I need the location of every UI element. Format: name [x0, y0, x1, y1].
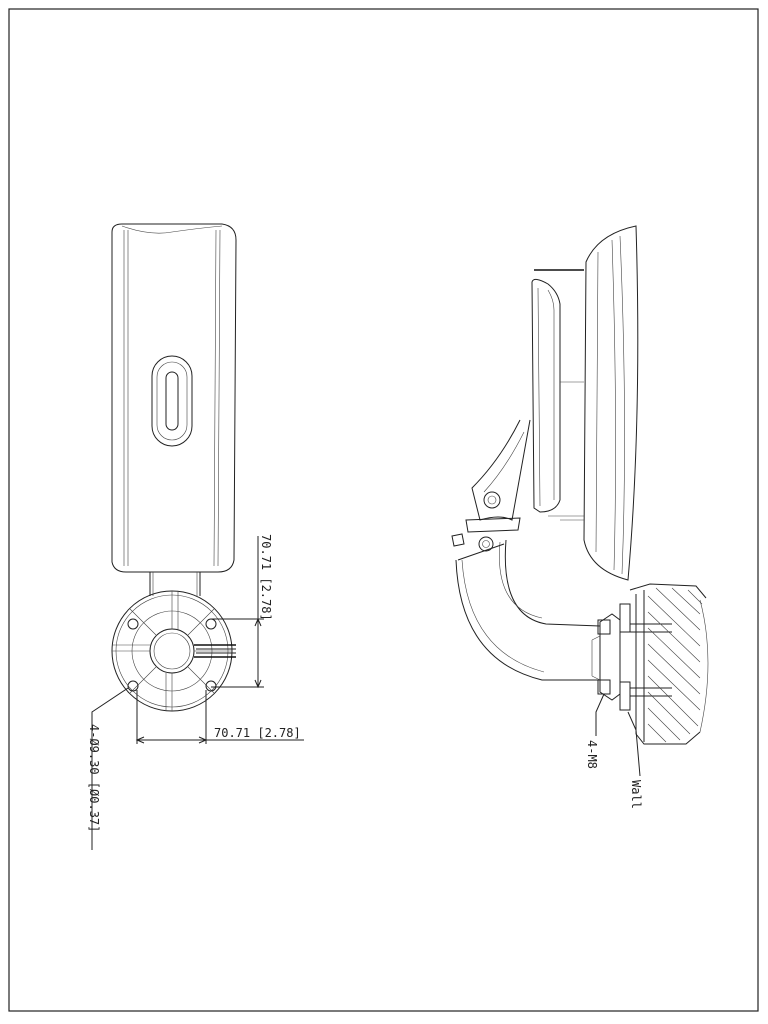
camera-housing	[583, 225, 639, 581]
hole-callout: 4-Ø9.30 [Ø0.37]	[87, 687, 129, 850]
camera-slot-inner	[165, 371, 179, 431]
top-view: 70.71 [2.78] 70.71 [2.78] 4-Ø9.30 [Ø0.37…	[87, 223, 304, 850]
drawing-border	[8, 8, 759, 1012]
wall	[629, 583, 709, 745]
camera-body-inner	[123, 229, 221, 567]
horizontal-dimension: 70.71 [2.78]	[135, 690, 304, 744]
bolt-hole	[205, 618, 217, 630]
bolt-callout: 4-M8	[585, 693, 605, 769]
bolt-hole	[127, 680, 139, 692]
vertical-dimension-label: 70.71 [2.78]	[259, 534, 273, 621]
camera-front	[531, 278, 561, 513]
wall-callout-label: Wall	[629, 780, 643, 809]
bolts	[597, 603, 672, 711]
horizontal-dimension-label: 70.71 [2.78]	[214, 726, 301, 740]
mount-base	[111, 590, 236, 712]
camera-body-outline	[111, 223, 237, 573]
mount-neck	[149, 572, 201, 596]
wall-callout: Wall	[627, 711, 643, 809]
bolt-hole	[127, 618, 139, 630]
camera-slot-outer	[151, 355, 193, 447]
bracket-arm	[471, 419, 531, 521]
hole-callout-label: 4-Ø9.30 [Ø0.37]	[87, 724, 101, 832]
mount-pipe	[455, 539, 601, 681]
side-view: 4-M8 Wall	[451, 225, 709, 809]
bolt-hole	[205, 680, 217, 692]
vertical-dimension: 70.71 [2.78]	[211, 534, 273, 689]
bolt-callout-label: 4-M8	[585, 740, 599, 769]
